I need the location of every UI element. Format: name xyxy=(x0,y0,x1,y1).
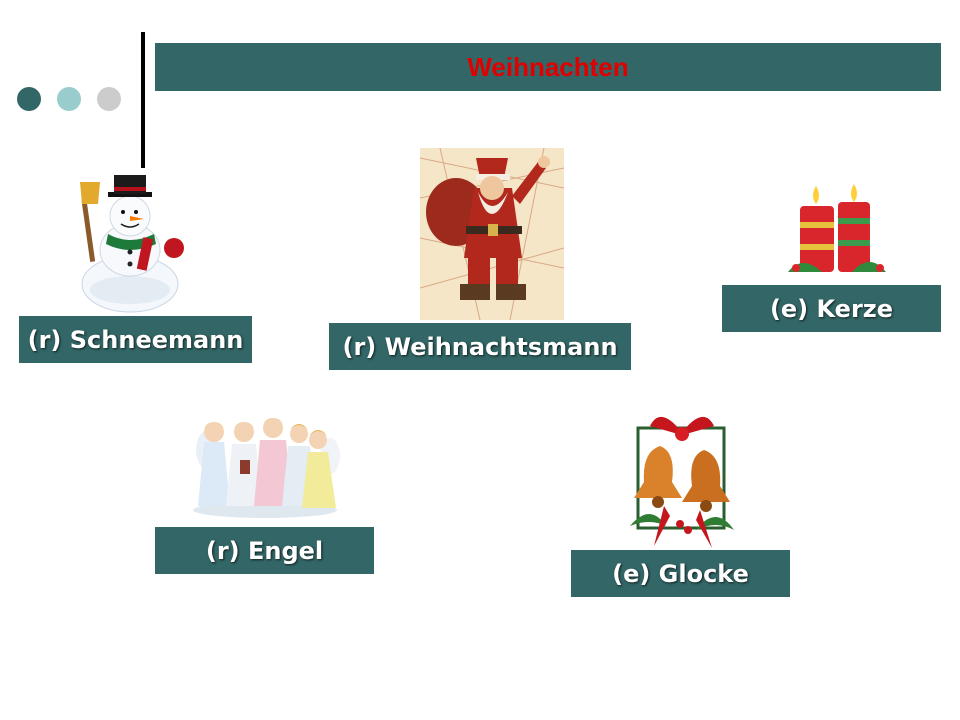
label-glocke: (e) Glocke xyxy=(571,550,790,597)
label-kerze-text: (e) Kerze xyxy=(769,294,894,323)
label-weihnachtsmann: (r) Weihnachtsmann xyxy=(329,323,631,370)
label-schneemann-text: (r) Schneemann xyxy=(27,325,244,354)
label-schneemann: (r) Schneemann xyxy=(19,316,252,363)
label-glocke-text: (e) Glocke xyxy=(612,559,749,588)
decor-dot-light xyxy=(57,87,81,111)
slide-title: Weihnachten xyxy=(467,51,629,82)
decor-dot-dark xyxy=(17,87,41,111)
candles-icon xyxy=(788,184,886,272)
snowman-icon xyxy=(80,175,184,313)
label-engel: (r) Engel xyxy=(155,527,374,574)
label-engel-text: (r) Engel xyxy=(205,536,324,565)
decor-dot-gray xyxy=(97,87,121,111)
santa-claus-icon xyxy=(420,148,564,320)
label-weihnachtsmann-text: (r) Weihnachtsmann xyxy=(342,332,618,361)
title-bar: Weihnachten xyxy=(155,43,941,91)
bells-icon xyxy=(630,416,734,548)
angels-icon xyxy=(193,418,340,518)
label-kerze: (e) Kerze xyxy=(722,285,941,332)
decor-vertical-line xyxy=(141,32,145,168)
